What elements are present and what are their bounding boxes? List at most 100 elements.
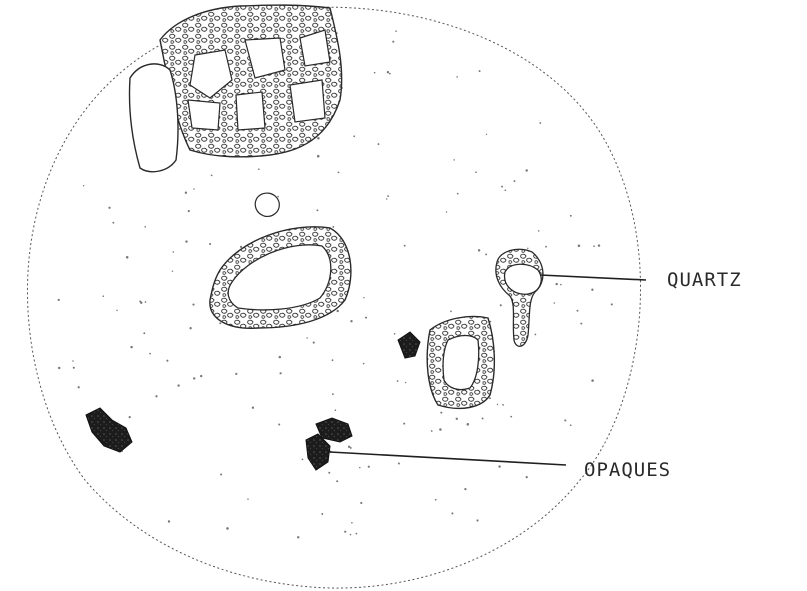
matrix-dot <box>317 155 320 158</box>
matrix-dot <box>591 379 594 382</box>
matrix-dot <box>360 502 362 504</box>
matrix-dot <box>539 122 541 124</box>
matrix-dot <box>302 459 304 461</box>
matrix-dot <box>332 359 334 361</box>
matrix-dot <box>570 424 572 426</box>
matrix-dot <box>363 363 365 365</box>
matrix-dot <box>350 447 352 449</box>
matrix-dot <box>58 367 60 369</box>
matrix-dot <box>475 171 477 173</box>
matrix-dot <box>144 226 146 228</box>
matrix-dot <box>338 171 340 173</box>
matrix-dot <box>457 193 459 195</box>
matrix-dot <box>450 311 452 313</box>
upper-aggregate <box>160 5 342 157</box>
matrix-dot <box>193 377 195 379</box>
matrix-dot <box>72 360 74 362</box>
matrix-dot <box>498 465 500 467</box>
matrix-dot <box>398 462 400 464</box>
upper-left-grain <box>129 64 178 172</box>
matrix-dot <box>476 519 478 521</box>
matrix-dot <box>252 407 254 409</box>
matrix-dot <box>485 253 487 255</box>
matrix-dot <box>570 215 572 217</box>
matrix-dot <box>200 375 202 377</box>
matrix-dot <box>387 195 389 197</box>
matrix-dot <box>368 466 370 468</box>
central-rimmed-grain <box>210 227 351 328</box>
matrix-dot <box>560 284 562 286</box>
matrix-dot <box>611 303 613 305</box>
matrix-dot <box>389 73 391 75</box>
matrix-dot <box>363 297 364 298</box>
matrix-dot <box>580 323 582 325</box>
matrix-dot <box>456 418 458 420</box>
matrix-dot <box>179 128 181 130</box>
matrix-dot <box>277 196 279 198</box>
matrix-dot <box>440 412 442 414</box>
matrix-dot <box>482 418 484 420</box>
matrix-dot <box>344 531 346 533</box>
matrix-dot <box>189 327 191 329</box>
matrix-dot <box>359 467 360 468</box>
matrix-dot <box>332 226 334 228</box>
matrix-dot <box>116 310 118 312</box>
matrix-dot <box>593 245 595 247</box>
matrix-dot <box>188 210 190 212</box>
matrix-dot <box>247 498 248 499</box>
matrix-dot <box>209 243 211 245</box>
matrix-dot <box>193 188 195 190</box>
matrix-dot <box>598 244 600 246</box>
matrix-dot <box>235 373 237 375</box>
matrix-dot <box>155 395 157 397</box>
matrix-dot <box>335 409 337 411</box>
matrix-dot <box>386 198 387 199</box>
matrix-dot <box>58 299 60 301</box>
matrix-dot <box>464 488 466 490</box>
matrix-dot <box>479 70 481 72</box>
matrix-dot <box>192 304 194 306</box>
matrix-dot <box>149 353 151 355</box>
matrix-dot <box>397 380 399 382</box>
matrix-dot <box>374 72 376 74</box>
matrix-dot <box>143 332 145 334</box>
matrix-dot <box>145 301 147 303</box>
matrix-dot <box>211 175 213 177</box>
matrix-dot <box>139 300 141 302</box>
opaque-grain-left <box>86 408 132 452</box>
matrix-dot <box>185 192 187 194</box>
matrix-dot <box>501 186 503 188</box>
small-grain <box>255 193 279 216</box>
matrix-dot <box>556 283 558 285</box>
matrix-dot <box>220 473 222 475</box>
matrix-dot <box>500 304 502 306</box>
matrix-dot <box>403 423 405 425</box>
matrix-dot <box>129 416 131 418</box>
matrix-dot <box>394 333 396 335</box>
matrix-dot <box>166 360 168 362</box>
matrix-dot <box>504 189 506 191</box>
matrix-dot <box>332 393 334 395</box>
matrix-dot <box>353 135 355 137</box>
matrix-dot <box>306 337 307 338</box>
matrix-dot <box>336 480 338 482</box>
matrix-dot <box>387 71 389 73</box>
matrix-dot <box>526 476 528 478</box>
matrix-dot <box>478 249 480 251</box>
matrix-dot <box>226 527 229 530</box>
matrix-dot <box>172 270 173 271</box>
matrix-dot <box>337 310 339 312</box>
matrix-dot <box>219 322 221 324</box>
matrix-dot <box>591 289 593 291</box>
matrix-dot <box>173 251 175 253</box>
matrix-dot <box>538 230 540 232</box>
matrix-dot <box>577 310 579 312</box>
matrix-dot <box>365 317 367 319</box>
matrix-dot <box>431 430 433 432</box>
matrix-dot <box>73 367 75 369</box>
matrix-dot <box>258 168 260 170</box>
matrix-dot <box>108 207 110 209</box>
quartz-leader-line <box>540 275 646 280</box>
matrix-dot <box>510 416 512 418</box>
matrix-dot <box>395 30 397 32</box>
